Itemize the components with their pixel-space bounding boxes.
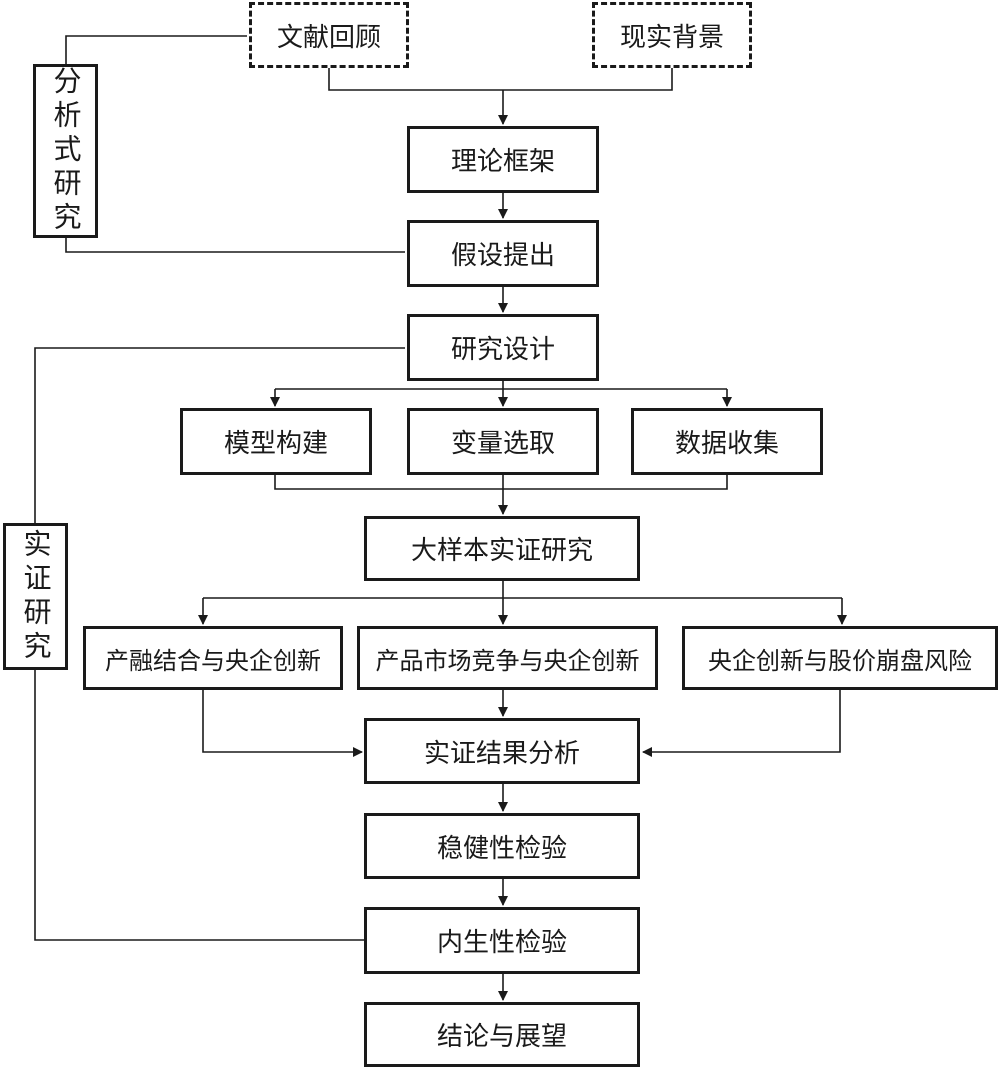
theoretical-framework-box: 理论框架 bbox=[407, 126, 599, 193]
merge-line-2 bbox=[274, 475, 728, 490]
result-analysis-box: 实证结果分析 bbox=[364, 718, 640, 784]
real-background-label: 现实背景 bbox=[619, 22, 724, 53]
large-sample-study-label: 大样本实证研究 bbox=[410, 536, 593, 566]
endogeneity-test-label: 内生性检验 bbox=[436, 928, 567, 958]
arrow-right-to-results bbox=[642, 690, 841, 757]
conclusion-box: 结论与展望 bbox=[364, 1002, 640, 1067]
theoretical-framework-label: 理论框架 bbox=[450, 147, 555, 177]
variable-selection-box: 变量选取 bbox=[407, 408, 599, 475]
market-competition-label: 产品市场竞争与央企创新 bbox=[375, 646, 640, 675]
empirical-bracket-top bbox=[34, 347, 405, 523]
analytical-bracket-bottom bbox=[65, 238, 405, 253]
research-design-box: 研究设计 bbox=[407, 314, 599, 381]
model-building-label: 模型构建 bbox=[223, 429, 328, 459]
hypothesis-label: 假设提出 bbox=[450, 241, 555, 271]
empirical-research-box: 实证研究 bbox=[3, 523, 68, 670]
empirical-research-label: 实证研究 bbox=[19, 528, 53, 665]
large-sample-study-box: 大样本实证研究 bbox=[364, 516, 640, 581]
crash-risk-label: 央企创新与股价崩盘风险 bbox=[708, 646, 972, 675]
merge-line-top bbox=[328, 68, 673, 91]
literature-review-label: 文献回顾 bbox=[276, 22, 381, 53]
hypothesis-box: 假设提出 bbox=[407, 220, 599, 287]
model-building-box: 模型构建 bbox=[180, 408, 372, 475]
analytical-research-label: 分析式研究 bbox=[49, 66, 83, 236]
real-background-box: 现实背景 bbox=[592, 2, 752, 68]
arrow-left-to-results bbox=[202, 690, 363, 757]
robustness-test-box: 稳健性检验 bbox=[364, 813, 640, 879]
finance-integration-label: 产融结合与央企创新 bbox=[105, 646, 321, 675]
empirical-bracket-bottom bbox=[34, 670, 364, 941]
market-competition-box: 产品市场竞争与央企创新 bbox=[357, 626, 658, 690]
endogeneity-test-box: 内生性检验 bbox=[364, 907, 640, 974]
finance-integration-box: 产融结合与央企创新 bbox=[83, 626, 343, 690]
variable-selection-label: 变量选取 bbox=[450, 429, 555, 459]
analytical-research-box: 分析式研究 bbox=[33, 64, 98, 238]
data-collection-box: 数据收集 bbox=[631, 408, 823, 475]
result-analysis-label: 实证结果分析 bbox=[423, 738, 580, 769]
research-design-label: 研究设计 bbox=[450, 335, 555, 365]
conclusion-label: 结论与展望 bbox=[436, 1022, 567, 1052]
literature-review-box: 文献回顾 bbox=[249, 2, 409, 68]
data-collection-label: 数据收集 bbox=[674, 429, 779, 459]
robustness-test-label: 稳健性检验 bbox=[436, 833, 567, 864]
crash-risk-box: 央企创新与股价崩盘风险 bbox=[682, 626, 998, 690]
analytical-bracket-top bbox=[65, 35, 247, 64]
